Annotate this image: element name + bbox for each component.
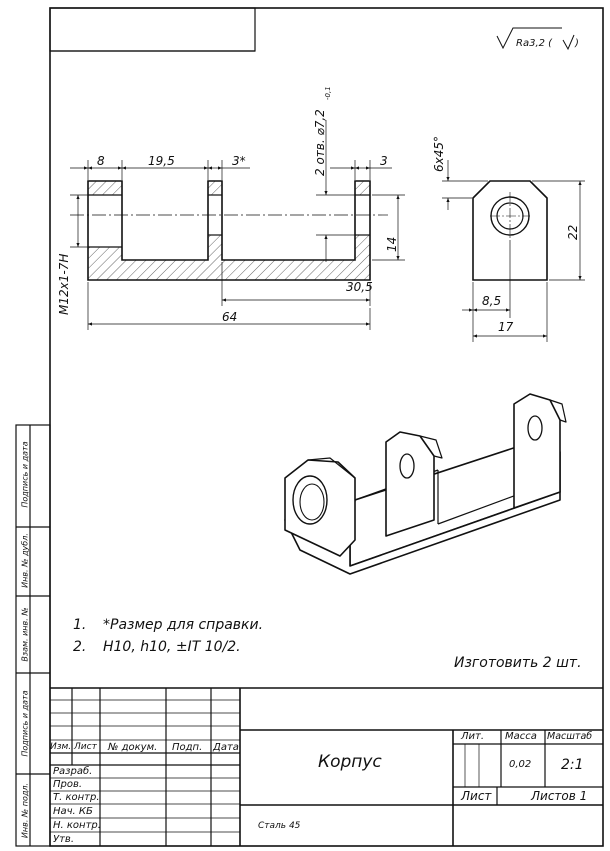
side-view: [472, 180, 548, 281]
tb-razrab: Разраб.: [53, 766, 93, 777]
dim-64: 64: [222, 310, 237, 324]
tb-material: Сталь 45: [258, 821, 301, 831]
title-block-grid: [50, 687, 603, 846]
dim-22: 22: [566, 225, 580, 240]
tb-masshtab: Масштаб: [547, 731, 593, 742]
roughness-symbol: [496, 27, 575, 51]
tb-prov: Пров.: [53, 779, 83, 790]
side-label-sign-date-2: Подпись и дата: [20, 690, 30, 757]
note-2-number: 2.: [73, 639, 87, 655]
tb-sheet: Лист: [461, 789, 492, 803]
note-make-quantity: Изготовить 2 шт.: [454, 655, 582, 671]
dim-8: 8: [97, 154, 105, 168]
tb-scale-value: 2:1: [561, 757, 584, 773]
side-label-vzam-inv: Взам. инв. №: [20, 607, 30, 662]
front-view-dimensions: [70, 120, 405, 330]
dim-19-5: 19,5: [148, 154, 175, 168]
tb-part-name: Корпус: [318, 752, 382, 772]
tb-mass-value: 0,02: [509, 759, 532, 770]
dim-17: 17: [498, 320, 514, 334]
side-label-inv-dubl: Инв. № дубл.: [20, 533, 30, 588]
front-view-section: [70, 180, 388, 281]
dim-holes-tolerance: -0,1: [324, 86, 332, 100]
isometric-view: [284, 393, 567, 575]
tb-col-podp: Подп.: [172, 742, 203, 753]
roughness-value: Ra3,2 (: [516, 38, 553, 49]
side-label-sign-date-1: Подпись и дата: [20, 441, 30, 508]
tb-col-data: Дата: [213, 742, 239, 753]
tb-lit: Лит.: [461, 731, 485, 742]
dim-3-ref: 3*: [232, 154, 246, 168]
tb-col-doc: № докум.: [108, 742, 158, 753]
dim-3: 3: [380, 154, 388, 168]
note-1-text: *Размер для справки.: [103, 617, 264, 633]
tb-col-list: Лист: [74, 742, 97, 752]
dimension-texts: 8 19,5 3* 3 30,5 64 8,5 17 2 отв. ⌀7,2 -…: [57, 38, 580, 334]
note-1-number: 1.: [73, 617, 87, 633]
tb-utv: Утв.: [53, 834, 74, 845]
side-label-inv-podl: Инв. № подл.: [20, 782, 30, 839]
tb-nach-kb: Нач. КБ: [53, 806, 93, 817]
dim-14: 14: [385, 237, 399, 252]
dim-thread: M12x1-7H: [57, 254, 71, 315]
tb-n-kontr: Н. контр.: [53, 820, 101, 831]
tb-sheets-total: Листов 1: [531, 789, 588, 803]
dim-holes: 2 отв. ⌀7,2: [313, 109, 327, 176]
side-view-dimensions: [442, 160, 585, 342]
tb-massa: Масса: [505, 731, 537, 742]
note-2-text: H10, h10, ±IT 10/2.: [103, 639, 241, 655]
dim-30-5: 30,5: [346, 280, 373, 294]
dim-chamfer: 6x45°: [432, 136, 446, 172]
tb-t-kontr: Т. контр.: [53, 792, 100, 803]
side-strip: [15, 424, 51, 847]
dim-8-5: 8,5: [482, 294, 501, 308]
roughness-tail: ): [574, 38, 579, 49]
tb-col-izm: Изм.: [50, 742, 72, 752]
